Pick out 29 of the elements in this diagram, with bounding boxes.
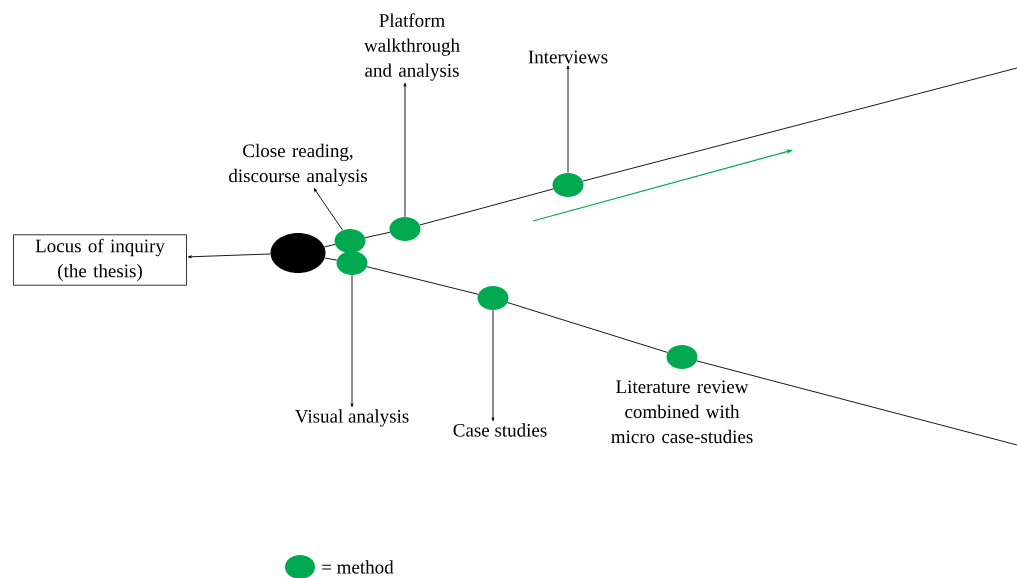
method-dot bbox=[334, 229, 366, 253]
branch-line bbox=[323, 244, 336, 248]
branch-line bbox=[582, 67, 1017, 182]
branch-line bbox=[366, 266, 479, 295]
method-label: Platform walkthrough and analysis bbox=[364, 13, 460, 81]
method-dot bbox=[666, 345, 698, 369]
branch-line bbox=[696, 360, 1017, 446]
method-label: Literature review combined with micro case-studies bbox=[611, 380, 753, 444]
leader-arrow bbox=[313, 188, 344, 231]
method-label: Visual analysis bbox=[295, 409, 409, 427]
leader-arrow bbox=[187, 253, 271, 259]
leader-arrow bbox=[491, 309, 495, 422]
branch-line bbox=[364, 231, 391, 239]
leader-arrow bbox=[566, 65, 570, 174]
method-label: Case studies bbox=[453, 423, 547, 437]
branch-line bbox=[324, 257, 338, 261]
leader-arrow bbox=[403, 82, 407, 218]
locus-ellipse bbox=[270, 233, 326, 273]
leader-arrow bbox=[350, 274, 354, 408]
method-label: Close reading, discourse analysis bbox=[229, 143, 367, 187]
method-dot bbox=[552, 173, 584, 197]
method-dot bbox=[477, 286, 509, 310]
branch-line bbox=[507, 302, 668, 353]
method-label: Interviews bbox=[528, 50, 608, 64]
branch-line bbox=[419, 188, 554, 226]
method-dot bbox=[336, 251, 368, 275]
method-dot bbox=[389, 217, 421, 241]
label-box: Locus of inquiry (the thesis) bbox=[13, 234, 187, 286]
legend-label: = method bbox=[322, 560, 394, 574]
